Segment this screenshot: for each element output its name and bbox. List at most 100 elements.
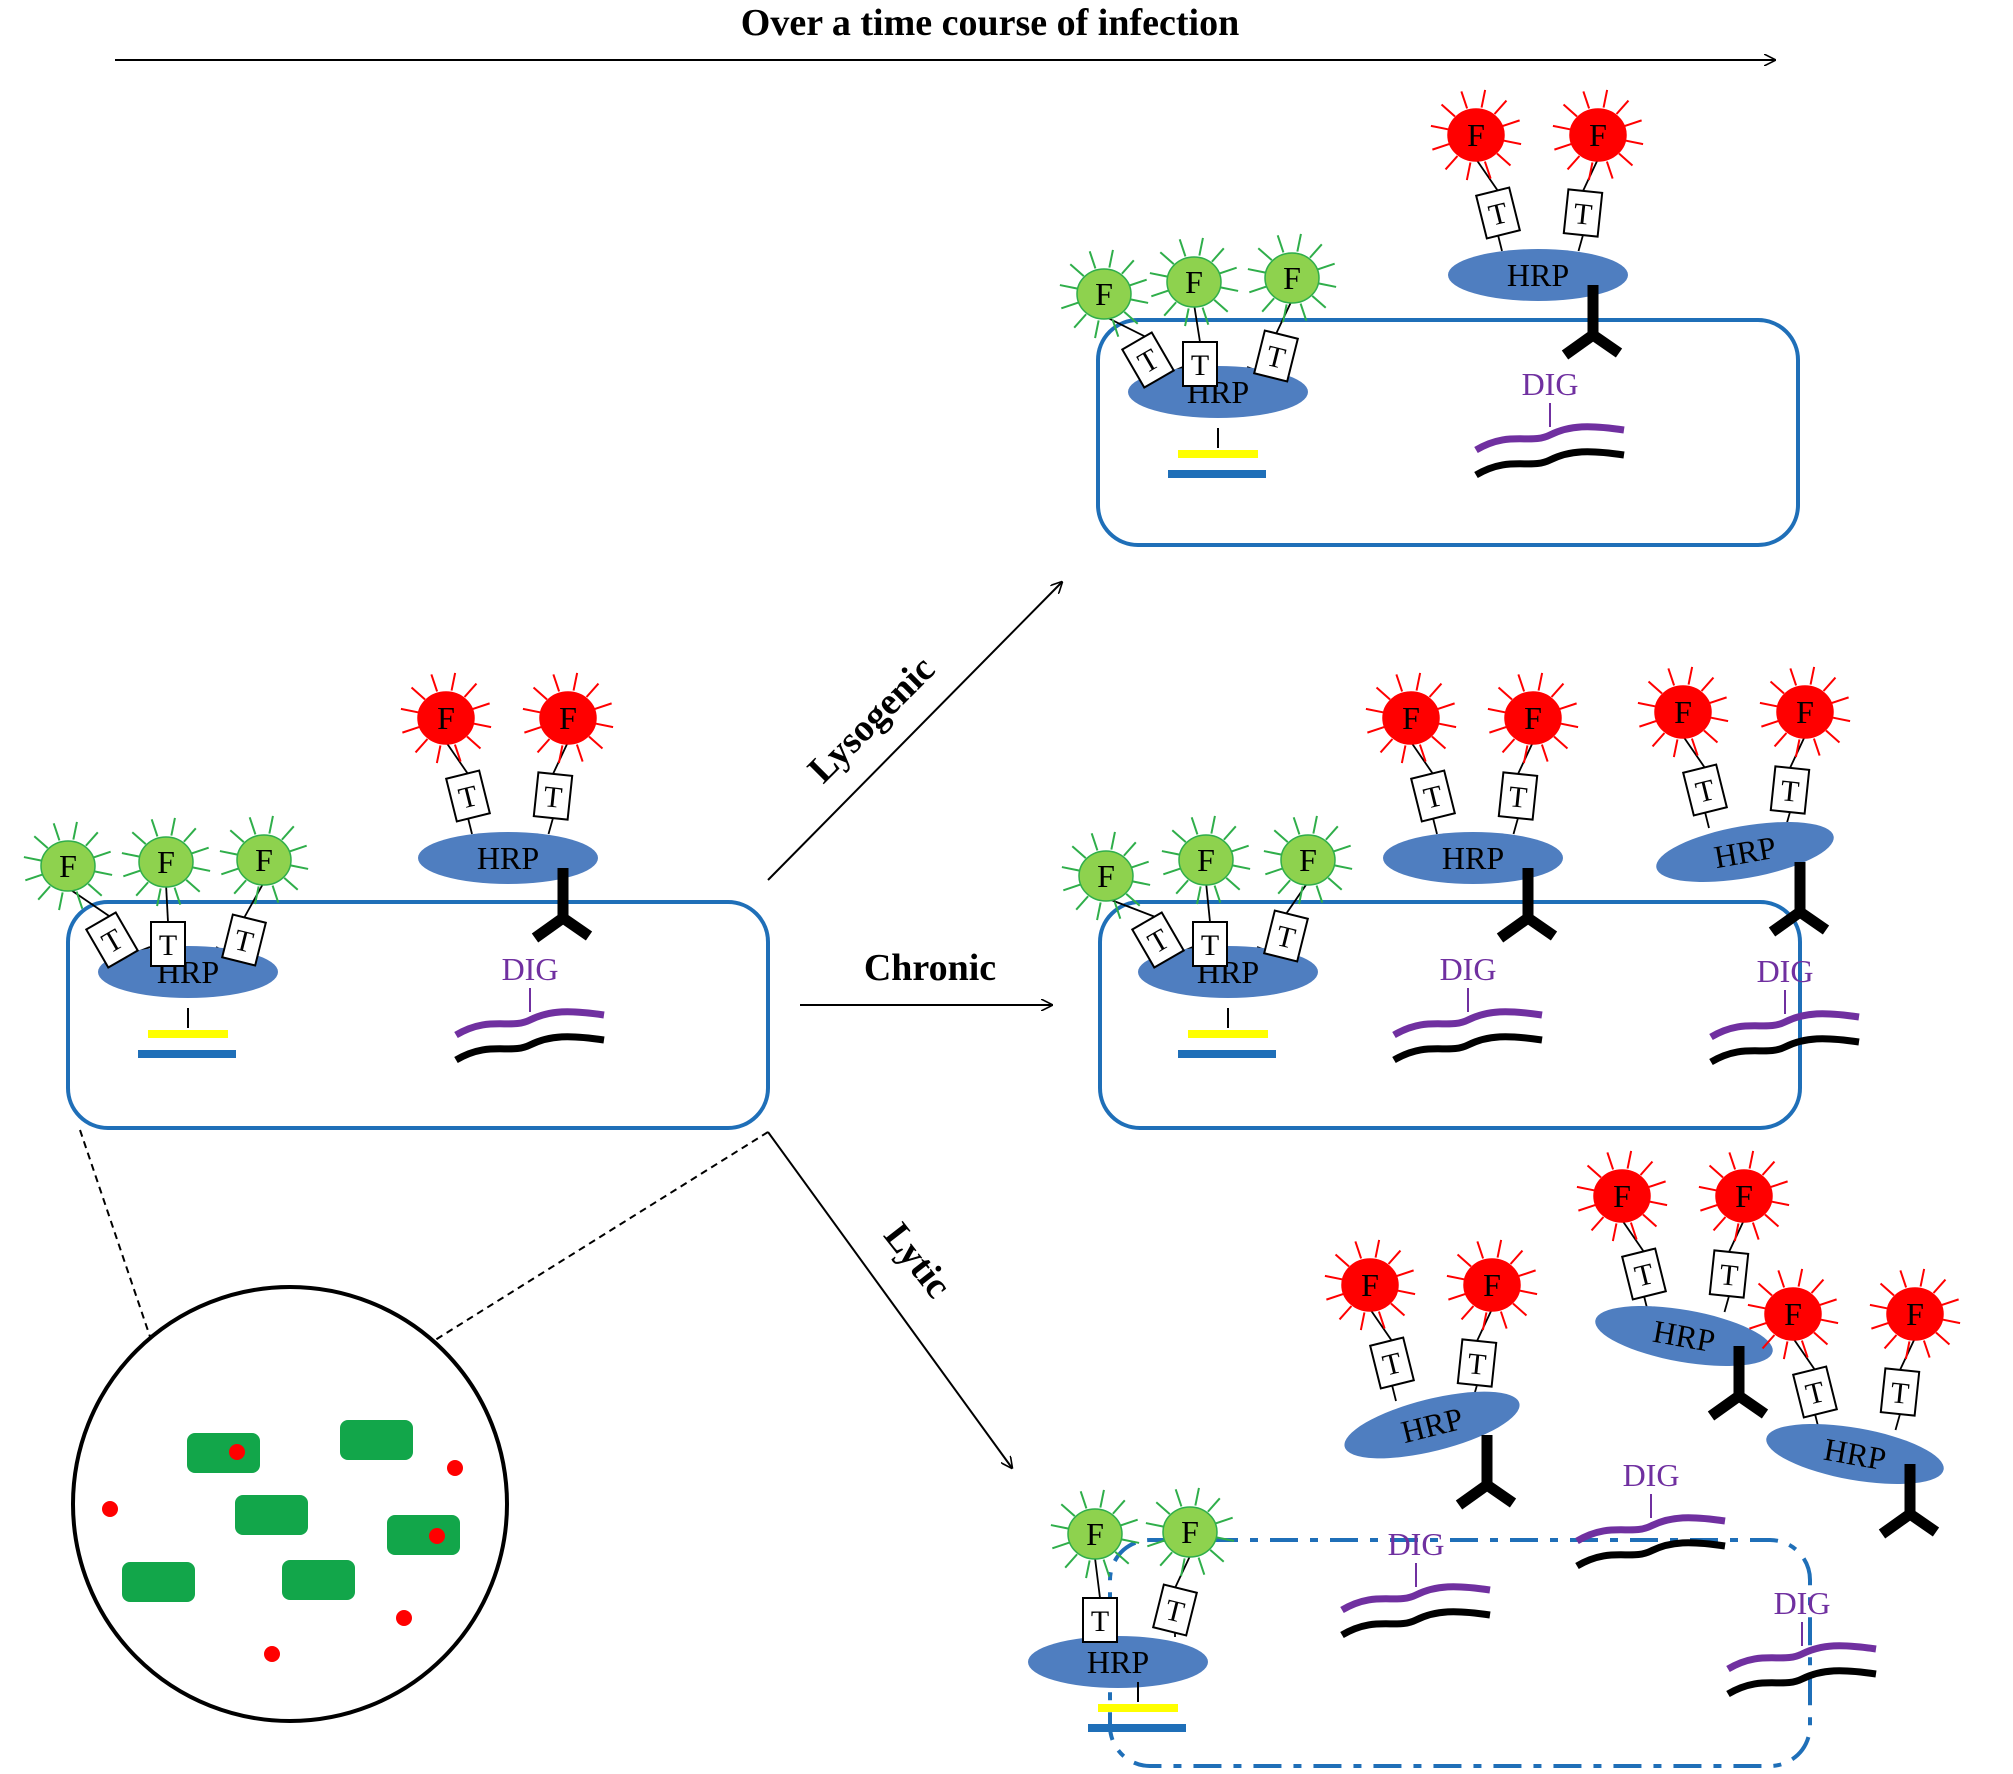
fluorophore-ray <box>1560 722 1579 729</box>
fluorophore-ray <box>1759 701 1778 708</box>
fluorophore-ray <box>1292 817 1301 835</box>
dig-label: DIG <box>1774 1585 1831 1621</box>
linker-line <box>1369 1308 1393 1342</box>
fluorophore-ray <box>1387 1249 1402 1265</box>
fluorophore-ray <box>1114 1551 1130 1565</box>
tyramide-box <box>1082 1597 1118 1643</box>
fluorophore-ray <box>1590 1216 1605 1232</box>
fluorophore-ray <box>283 877 299 891</box>
fluorophore-ray <box>1163 301 1177 317</box>
anti-dig-antibody <box>1455 1435 1517 1510</box>
fluorophore-ray <box>1219 266 1237 275</box>
red-fluorophore: F <box>1759 666 1851 758</box>
tyramide-tag: T <box>1708 1249 1750 1299</box>
fluorophore-ray <box>1751 1222 1760 1240</box>
dig-probe: DIG <box>1709 953 1860 1066</box>
tyramide-label: T <box>1191 349 1209 382</box>
fluorophore-ray <box>1611 1223 1618 1242</box>
antibody-shape <box>1561 285 1623 360</box>
fluorophore-ray <box>1480 89 1487 108</box>
antibody-shape <box>1496 868 1558 943</box>
fluorophore-ray <box>522 707 541 714</box>
hrp-ellipse <box>1344 1391 1520 1459</box>
tyramide-box <box>1252 329 1300 383</box>
tyramide-tag: T <box>1262 909 1310 963</box>
dig-label: DIG <box>1440 951 1497 987</box>
fluorophore-ray <box>1377 1311 1386 1329</box>
fluorophore-ray <box>410 686 426 701</box>
dig-probe: DIG <box>1474 366 1625 479</box>
fluorophore-ray <box>1431 735 1447 750</box>
fluorophore-body <box>1076 268 1132 320</box>
tyramide-box <box>1879 1367 1921 1417</box>
chronic-label: Chronic <box>864 947 996 989</box>
fluorophore-ray <box>87 883 103 897</box>
linker-line <box>467 817 473 835</box>
fluorophore-ray <box>1499 1311 1508 1329</box>
fluorophore-ray <box>173 887 182 905</box>
hrp-ellipse <box>1028 1636 1208 1688</box>
phage-dot <box>102 1501 118 1517</box>
anti-dig-antibody <box>1707 1346 1769 1421</box>
fluorophore-ray <box>1586 1164 1602 1179</box>
tyramide-label: T <box>159 929 177 962</box>
fluorophore-ray <box>150 819 159 837</box>
fluorophore-ray <box>1904 1341 1911 1360</box>
green-fluorophore: F <box>219 815 309 905</box>
fluorophore-ray <box>1073 313 1087 329</box>
target-dna-strand <box>454 1033 605 1064</box>
fluorophore-ray <box>1149 272 1168 278</box>
fluorophore-ray <box>185 879 201 893</box>
fluorophore-ray <box>552 674 561 692</box>
fluorophore-ray <box>1131 860 1149 869</box>
fluorophore-ray <box>472 702 490 711</box>
fluorophore-body <box>1447 108 1505 162</box>
fluorophore-ray <box>58 892 64 911</box>
fluorophore-ray <box>1418 744 1427 762</box>
target-dna-strand <box>1575 1539 1726 1570</box>
fluorophore-ray <box>1537 672 1544 691</box>
dig-label: DIG <box>1757 953 1814 989</box>
fluorophore-ray <box>532 686 548 701</box>
fluorophore-ray <box>1194 1487 1200 1506</box>
fluorophore-ray <box>1819 1298 1837 1307</box>
hrp-ellipse <box>1128 366 1308 418</box>
fluorophore-ray <box>1483 161 1492 179</box>
fluorophore-ray <box>1899 1270 1908 1288</box>
fluorophore-ray <box>1481 1312 1488 1331</box>
fluorophore-ray <box>1257 247 1273 261</box>
hrp-label: HRP <box>1442 840 1504 876</box>
tyramide-tag: T <box>1879 1367 1921 1417</box>
linker-line <box>1704 811 1710 829</box>
fluorophore-ray <box>290 864 309 870</box>
fluorophore-ray <box>1639 1160 1654 1176</box>
fluorophore-ray <box>435 745 442 764</box>
fluorophore-ray <box>1132 880 1151 886</box>
fluorophore-ray <box>75 891 84 909</box>
red-fluorophore: F <box>1747 1268 1839 1360</box>
fluorophore-ray <box>1708 1164 1724 1179</box>
linker-line <box>1894 1413 1901 1431</box>
tyramide-tag: T <box>1562 188 1604 238</box>
lysogenic-arrow <box>767 582 1062 881</box>
fluorophore-ray <box>1201 307 1210 325</box>
fluorophore-ray <box>400 707 419 714</box>
fluorophore-ray <box>1497 686 1513 701</box>
linker-line <box>243 881 265 919</box>
fluorophore-ray <box>1374 1239 1381 1258</box>
tyramide-box <box>444 769 492 823</box>
fluorophore-ray <box>1460 91 1469 109</box>
tyramide-box <box>1769 765 1811 815</box>
hrp-label: HRP <box>1087 1644 1149 1680</box>
fluorophore-ray <box>1211 247 1225 263</box>
fluorophore-ray <box>1064 1553 1078 1569</box>
fluorophore-ray <box>1777 1270 1786 1288</box>
fluorophore-ray <box>1667 668 1676 686</box>
fluorophore-ray <box>1379 738 1394 754</box>
fluorophore-ray <box>1163 867 1181 876</box>
fluorophore-ray <box>25 873 43 882</box>
target-dna-strand <box>1726 1667 1877 1698</box>
fluorophore-ray <box>123 869 141 878</box>
fluorophore-ray <box>1809 666 1816 685</box>
